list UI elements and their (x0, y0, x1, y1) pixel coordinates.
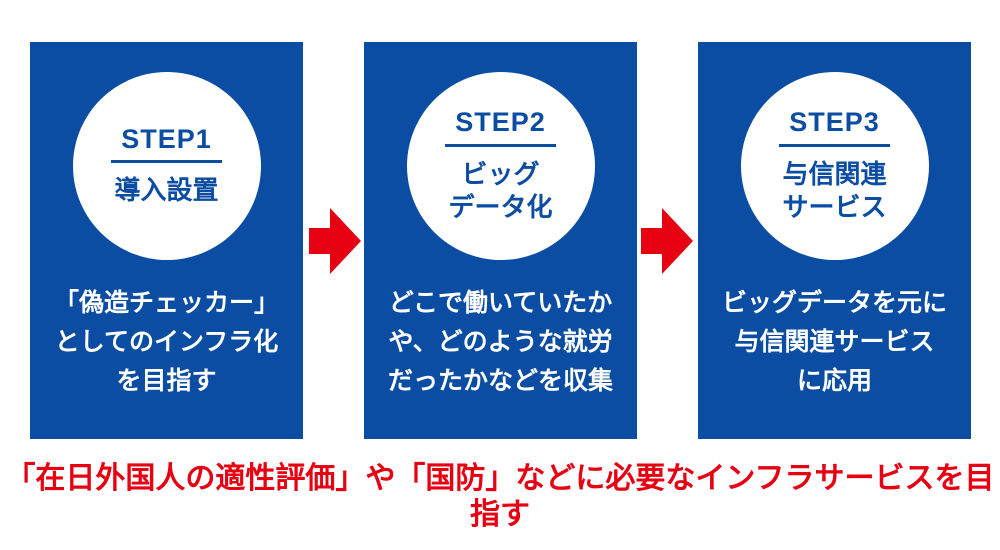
step-description-line: 与信関連サービス (734, 328, 935, 356)
step-label-2: STEP2 (445, 107, 556, 147)
step-panel-1: STEP1 導入設置 「偽造チェッカー」 としてのインフラ化 を目指す (30, 42, 303, 439)
step-title-line: 与信関連 (782, 158, 887, 189)
step-panel-3: STEP3 与信関連 サービス ビッグデータを元に 与信関連サービス に応用 (698, 42, 971, 439)
step-title-3: 与信関連 サービス (782, 158, 886, 225)
step-description-line: を目指す (116, 367, 217, 395)
step-description-line: に応用 (796, 367, 872, 395)
step-label-3: STEP3 (779, 107, 890, 147)
step-title-line: サービス (782, 191, 887, 222)
step-description-1: 「偽造チェッカー」 としてのインフラ化 を目指す (30, 284, 303, 401)
step-description-line: や、どのような就労 (388, 328, 613, 356)
step-description-line: だったかなどを収集 (387, 367, 613, 395)
step-description-line: どこで働いていたか (388, 289, 613, 317)
step-title-1: 導入設置 (114, 174, 218, 207)
step-circle-3: STEP3 与信関連 サービス (740, 72, 929, 260)
right-arrow-icon (309, 208, 361, 274)
step-description-line: 「偽造チェッカー」 (53, 289, 279, 317)
step-description-line: としてのインフラ化 (54, 328, 279, 356)
step-title-line: ビッグ (461, 158, 540, 189)
footer-caption: 「在日外国人の適性評価」や「国防」などに必要なインフラサービスを目指す (5, 462, 995, 531)
step-circle-1: STEP1 導入設置 (72, 72, 261, 260)
step-panel-2: STEP2 ビッグ データ化 どこで働いていたか や、どのような就労 だったかな… (364, 42, 637, 439)
step-label-1: STEP1 (111, 124, 222, 164)
step-title-line: データ化 (448, 191, 553, 222)
step-title-2: ビッグ データ化 (448, 158, 552, 225)
step-description-2: どこで働いていたか や、どのような就労 だったかなどを収集 (364, 284, 637, 401)
step-description-3: ビッグデータを元に 与信関連サービス に応用 (698, 284, 971, 401)
step-title-line: 導入設置 (114, 175, 219, 206)
step-description-line: ビッグデータを元に (721, 289, 947, 317)
step-circle-2: STEP2 ビッグ データ化 (406, 72, 595, 260)
right-arrow-icon (641, 208, 693, 274)
